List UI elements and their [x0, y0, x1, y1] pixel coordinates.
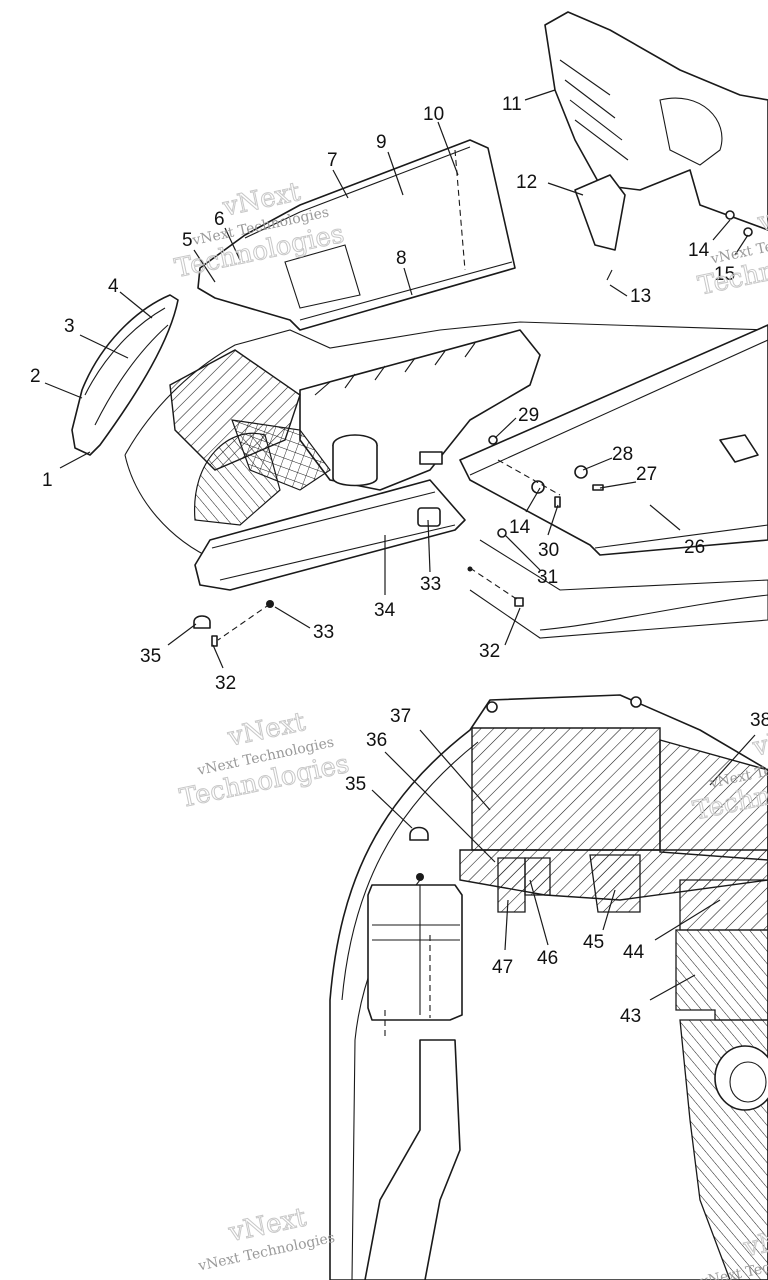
visor-window	[284, 244, 361, 309]
callout-c44: 44	[623, 942, 645, 963]
callout-c10: 10	[423, 104, 444, 125]
panel-37	[471, 727, 661, 851]
front-bumper-panel	[194, 479, 466, 591]
block-44	[679, 879, 768, 931]
callout-c14b: 14	[509, 517, 531, 538]
seat-post	[574, 174, 626, 251]
leader-lines	[44, 89, 756, 1001]
panel-43	[675, 929, 768, 1021]
cap-35-lower	[409, 826, 429, 841]
block-47	[497, 857, 526, 913]
side-panel	[459, 324, 768, 556]
upper-exploded-view	[71, 11, 768, 647]
callout-c9: 9	[376, 132, 387, 153]
callout-c15: 15	[714, 264, 735, 285]
callout-c47: 47	[492, 957, 513, 978]
callout-c27: 27	[636, 464, 657, 485]
callout-c33a: 33	[420, 574, 441, 595]
storage-bin	[367, 884, 463, 1021]
callout-c12: 12	[516, 172, 537, 193]
callout-c11: 11	[502, 94, 522, 115]
callout-c32a: 32	[479, 641, 500, 662]
cap-35	[193, 615, 211, 629]
callout-c13: 13	[630, 286, 651, 307]
callout-c31: 31	[537, 567, 558, 588]
callout-c2: 2	[30, 366, 41, 387]
callout-c35b: 35	[345, 774, 366, 795]
callout-c7: 7	[327, 150, 338, 171]
block-45	[589, 854, 641, 913]
callout-c36: 36	[366, 730, 387, 751]
lower-duct	[364, 1039, 461, 1280]
callout-c45: 45	[583, 932, 604, 953]
callout-c46: 46	[537, 948, 558, 969]
callout-c4: 4	[108, 276, 119, 297]
callout-c33b: 33	[313, 622, 334, 643]
callout-c1: 1	[42, 470, 53, 491]
callout-c43: 43	[620, 1006, 641, 1027]
filler-neck	[714, 1045, 768, 1111]
callout-c26: 26	[684, 537, 705, 558]
callout-c37: 37	[390, 706, 411, 727]
callout-c29: 29	[518, 405, 539, 426]
bumper-latch	[417, 507, 441, 527]
callout-c28: 28	[612, 444, 633, 465]
callout-c38: 38	[750, 710, 768, 731]
intake-duct	[194, 432, 281, 526]
callout-c34: 34	[374, 600, 396, 621]
callout-c8: 8	[396, 248, 407, 269]
callout-c6: 6	[214, 209, 225, 230]
callout-c3: 3	[64, 316, 75, 337]
block-46	[524, 857, 551, 896]
lower-view	[329, 694, 768, 1280]
callout-c32b: 32	[215, 673, 236, 694]
watermark-bottom: vNext vNext Technologies	[196, 1202, 336, 1275]
callout-c14a: 14	[688, 240, 710, 261]
callout-c30: 30	[538, 540, 559, 561]
watermark-lower: vNext vNext Technologies Technologies	[177, 707, 353, 815]
callout-c5: 5	[182, 230, 193, 251]
panel-bracket	[719, 434, 759, 463]
lower-side-panel	[469, 539, 768, 639]
callout-c35a: 35	[140, 646, 161, 667]
